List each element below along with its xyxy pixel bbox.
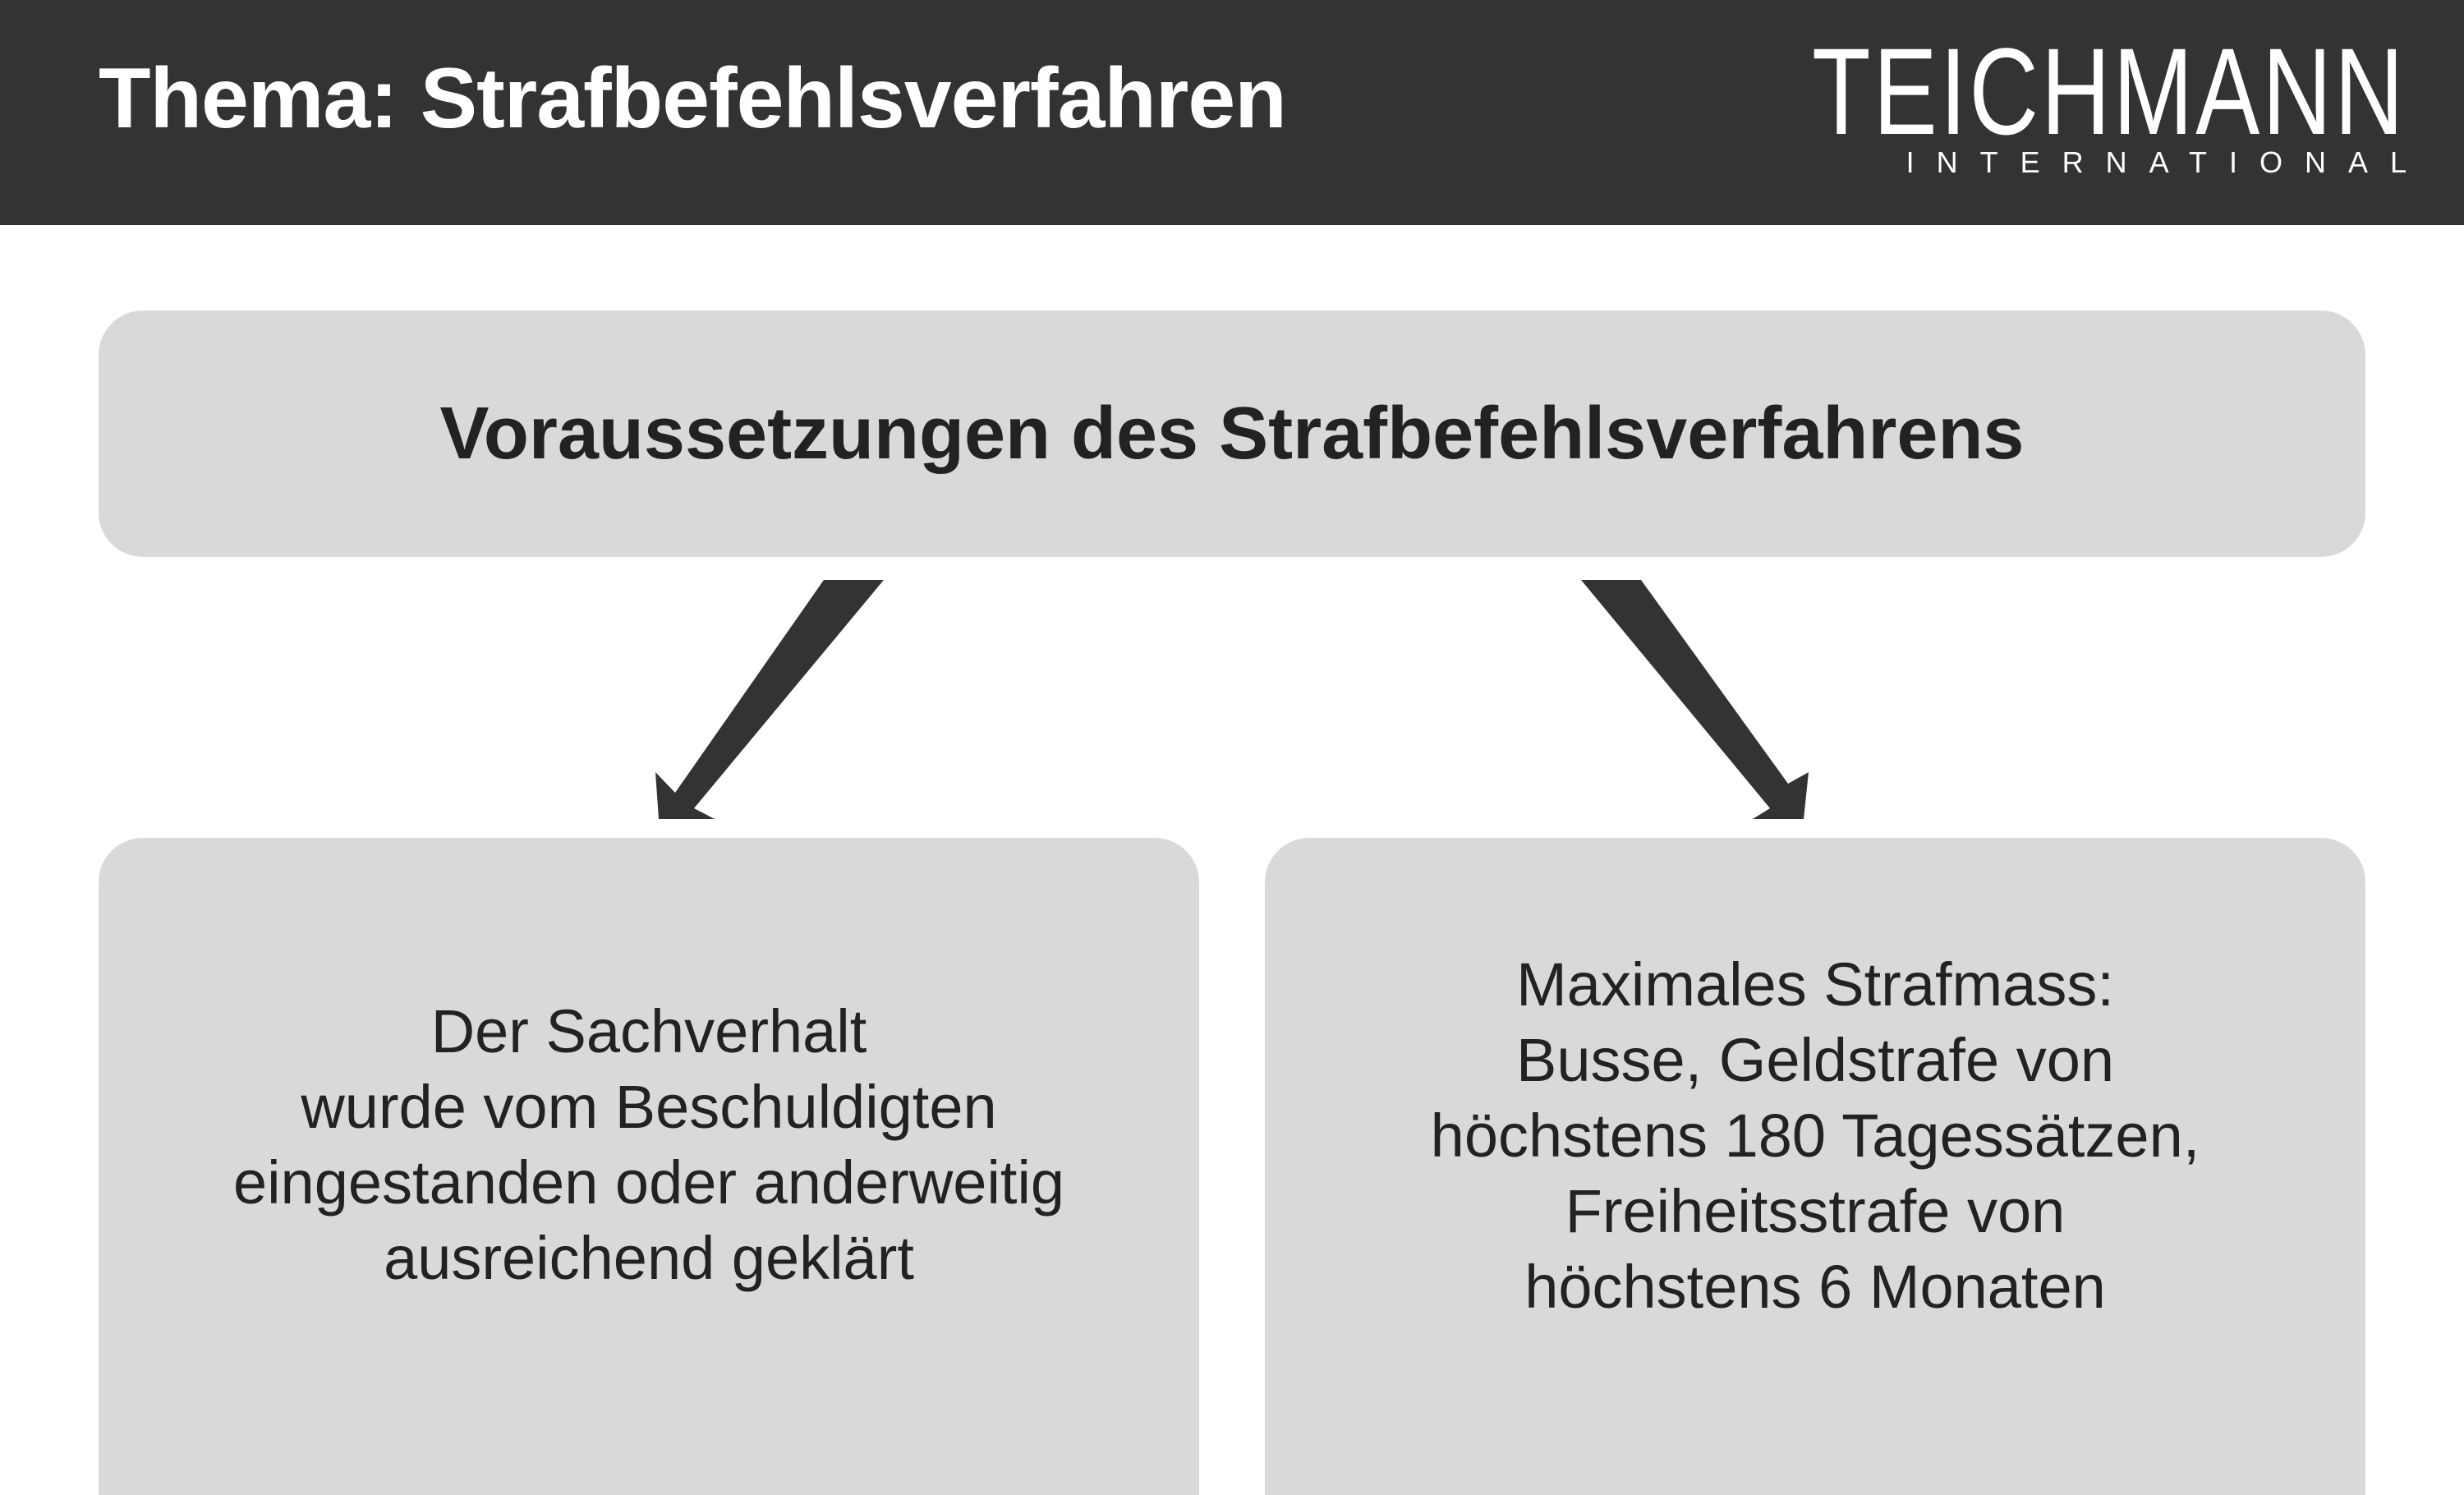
logo-wordmark: TEICHMANN: [1812, 22, 2407, 160]
condition-right-text: Maximales Strafmass: Busse, Geldstrafe v…: [1430, 950, 2200, 1321]
root-box: Voraussetzungen des Strafbefehlsverfahre…: [99, 310, 2365, 557]
condition-box-right: Maximales Strafmass: Busse, Geldstrafe v…: [1265, 838, 2365, 1495]
condition-box-left: Der Sachverhalt wurde vom Beschuldigten …: [99, 838, 1199, 1495]
teichmann-logo: TEICHMANN INTERNATIONAL: [1812, 30, 2407, 186]
condition-left-text: Der Sachverhalt wurde vom Beschuldigten …: [232, 997, 1065, 1292]
page-title: Thema: Strafbefehlsverfahren: [99, 51, 1287, 146]
arrow-to-left-box: [655, 580, 884, 819]
header-bar: Thema: Strafbefehlsverfahren TEICHMANN I…: [0, 0, 2464, 225]
arrow-to-right-box: [1581, 580, 1809, 819]
logo-subtitle: INTERNATIONAL: [1905, 145, 2429, 179]
root-label: Voraussetzungen des Strafbefehlsverfahre…: [439, 392, 2025, 475]
